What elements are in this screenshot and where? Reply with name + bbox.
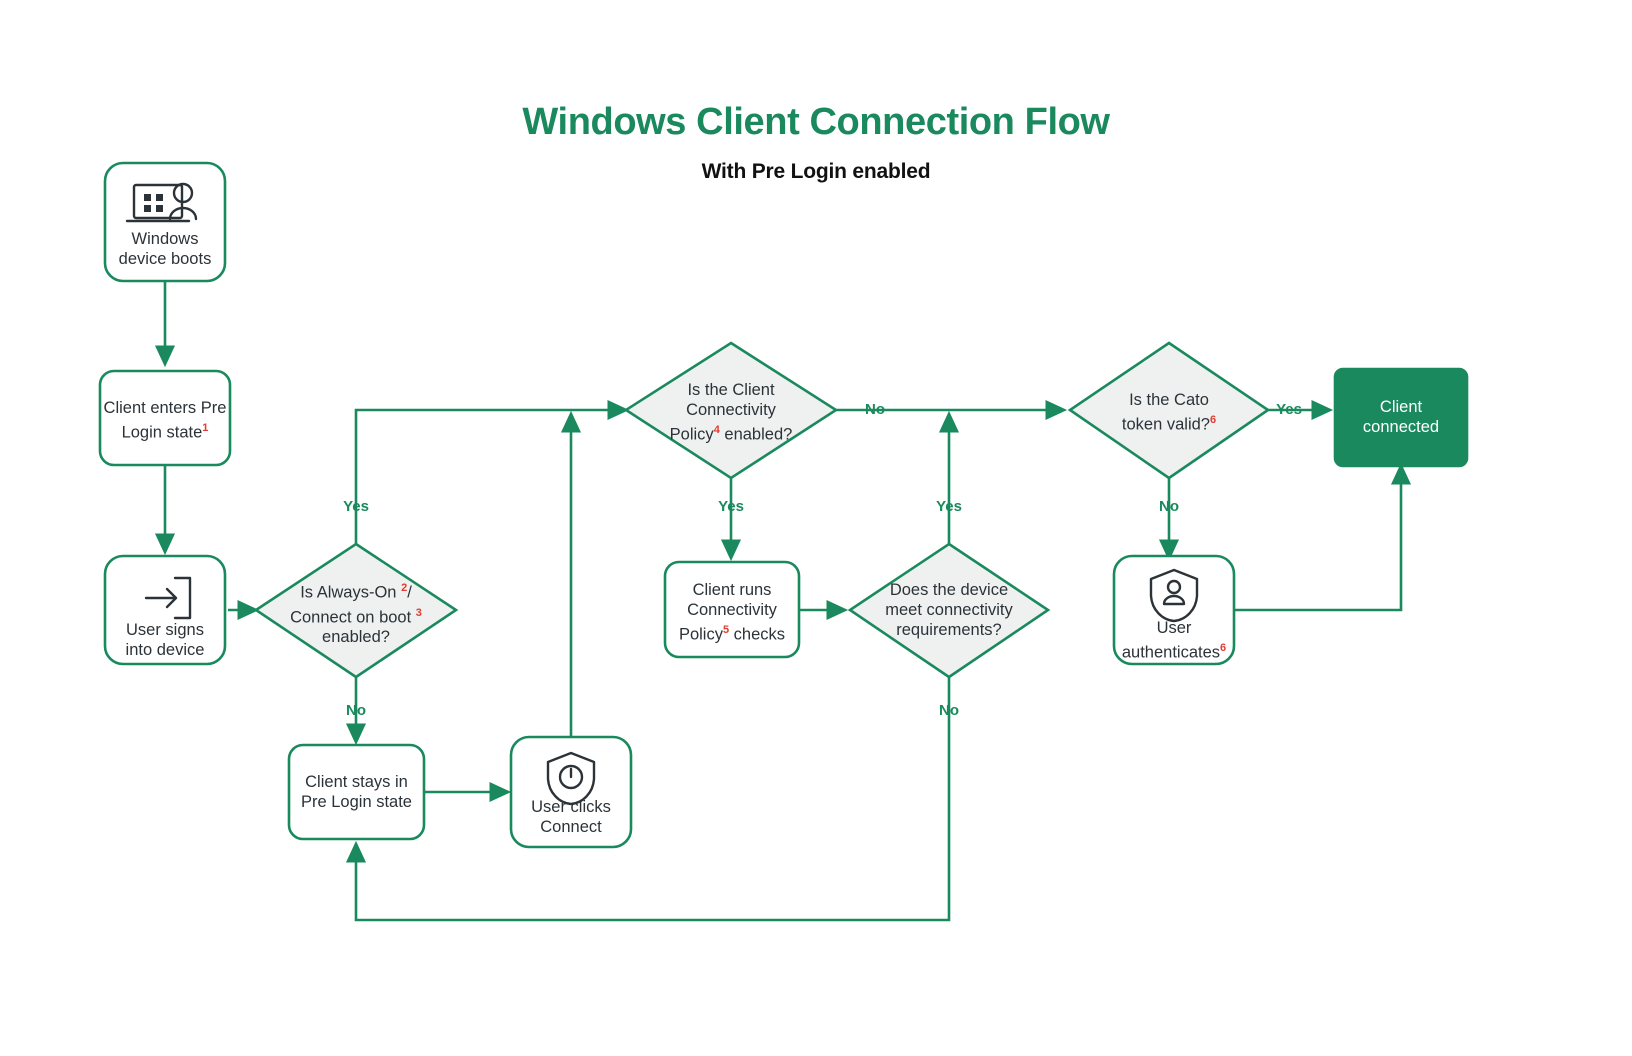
- laptop-user-icon: [125, 182, 198, 223]
- shape-pre-login[interactable]: [98, 369, 232, 467]
- edge-alwayson-yes: [354, 399, 630, 544]
- shield-power-icon: [546, 751, 596, 806]
- edge-label-always-on-yes: Yes: [343, 498, 369, 515]
- shape-client-runs-checks[interactable]: [663, 560, 801, 659]
- page-subtitle: With Pre Login enabled: [701, 160, 931, 183]
- edge-label-device-yes: Yes: [936, 498, 962, 515]
- edge-device-no: [345, 677, 951, 922]
- shape-device-meets-decision[interactable]: [847, 542, 1051, 679]
- edge-label-ccp-yes: Yes: [718, 498, 744, 515]
- shape-user-authenticates[interactable]: [1112, 554, 1236, 666]
- edge-label-always-on-no: No: [346, 702, 366, 719]
- shield-user-icon: [1149, 568, 1199, 623]
- page-title: Windows Client Connection Flow: [522, 101, 1110, 143]
- shape-always-on-decision[interactable]: [253, 542, 459, 679]
- shape-user-clicks-connect[interactable]: [509, 735, 633, 849]
- shape-stays-pre-login[interactable]: [287, 743, 426, 841]
- shape-ccp-decision[interactable]: [623, 341, 839, 480]
- sign-in-icon: [144, 576, 192, 620]
- edge-label-device-no: No: [939, 702, 959, 719]
- edge-label-ccp-no: No: [865, 401, 885, 418]
- shape-user-signs-in[interactable]: [103, 554, 227, 666]
- node-shapes: [98, 161, 1469, 849]
- edge-auth-to-connected: [1234, 462, 1412, 612]
- edge-label-token-no: No: [1159, 498, 1179, 515]
- shape-cato-token-decision[interactable]: [1067, 341, 1271, 480]
- edge-label-token-yes: Yes: [1276, 401, 1302, 418]
- shape-client-connected[interactable]: [1333, 367, 1469, 468]
